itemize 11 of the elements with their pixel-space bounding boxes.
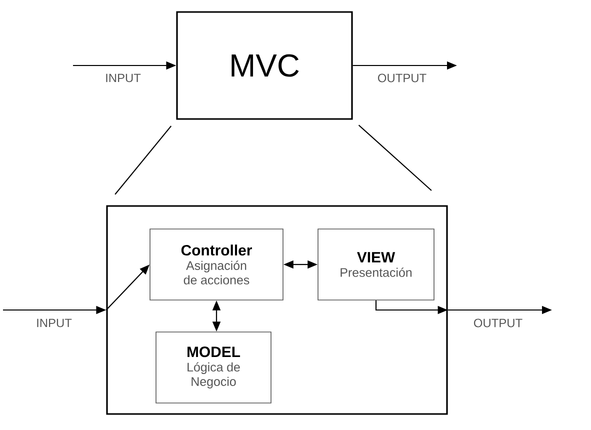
edge-label: INPUT	[104, 72, 142, 84]
edge-label: INPUT	[35, 318, 73, 328]
line	[358, 124, 432, 191]
container-box	[106, 205, 448, 415]
edge-label: OUTPUT	[472, 318, 524, 328]
component-box: MODEL Lógica de Negocio	[156, 332, 272, 404]
process-box: MVC	[176, 11, 353, 120]
edge-label: OUTPUT	[376, 72, 428, 84]
line	[114, 126, 172, 195]
component-box: VIEW Presentación	[318, 228, 434, 300]
component-box: Controller Asignación de acciones	[150, 228, 284, 300]
